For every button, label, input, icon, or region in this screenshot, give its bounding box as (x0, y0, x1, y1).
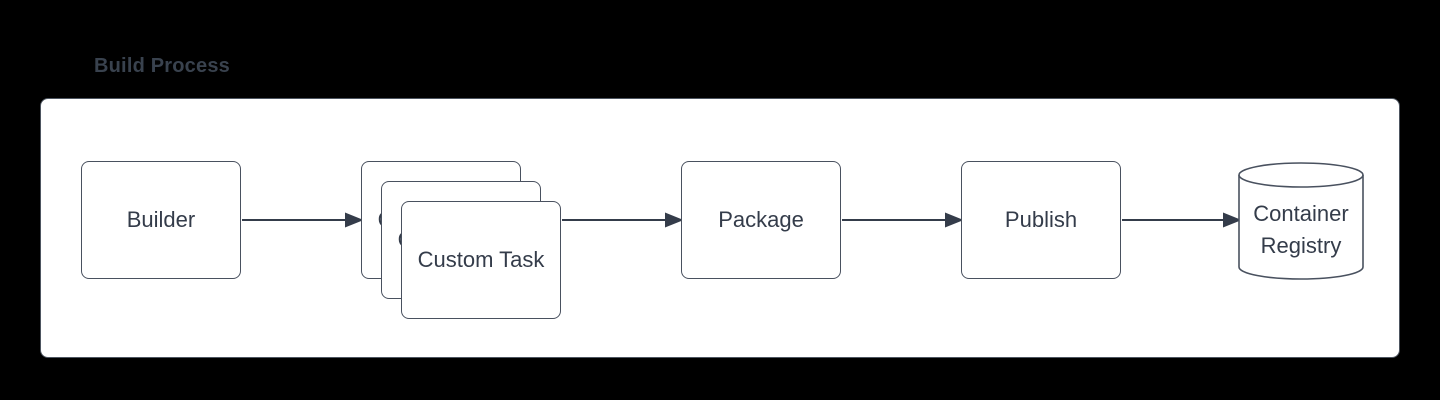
edge-custom-task-to-package (562, 212, 684, 228)
node-package-label: Package (718, 206, 804, 232)
node-container-registry-label: Container Registry (1253, 201, 1349, 258)
arrowhead-icon (665, 212, 684, 228)
node-package: Package (681, 161, 841, 279)
build-process-container: Builder Custom Task Custom Task Custom T… (40, 98, 1400, 358)
edge-publish-to-container-registry (1122, 212, 1242, 228)
arrowhead-icon (1223, 212, 1242, 228)
node-publish: Publish (961, 161, 1121, 279)
arrowhead-icon (345, 212, 364, 228)
node-custom-task-front: Custom Task (401, 201, 561, 319)
node-publish-label: Publish (1004, 206, 1078, 232)
node-builder: Builder (81, 161, 241, 279)
edge-builder-to-custom-task (242, 212, 364, 228)
edge-package-to-publish (842, 212, 964, 228)
arrowhead-icon (945, 212, 964, 228)
node-custom-task-label: Custom Task (417, 246, 545, 272)
diagram-title: Build Process (94, 55, 230, 77)
node-builder-label: Builder (126, 206, 196, 232)
